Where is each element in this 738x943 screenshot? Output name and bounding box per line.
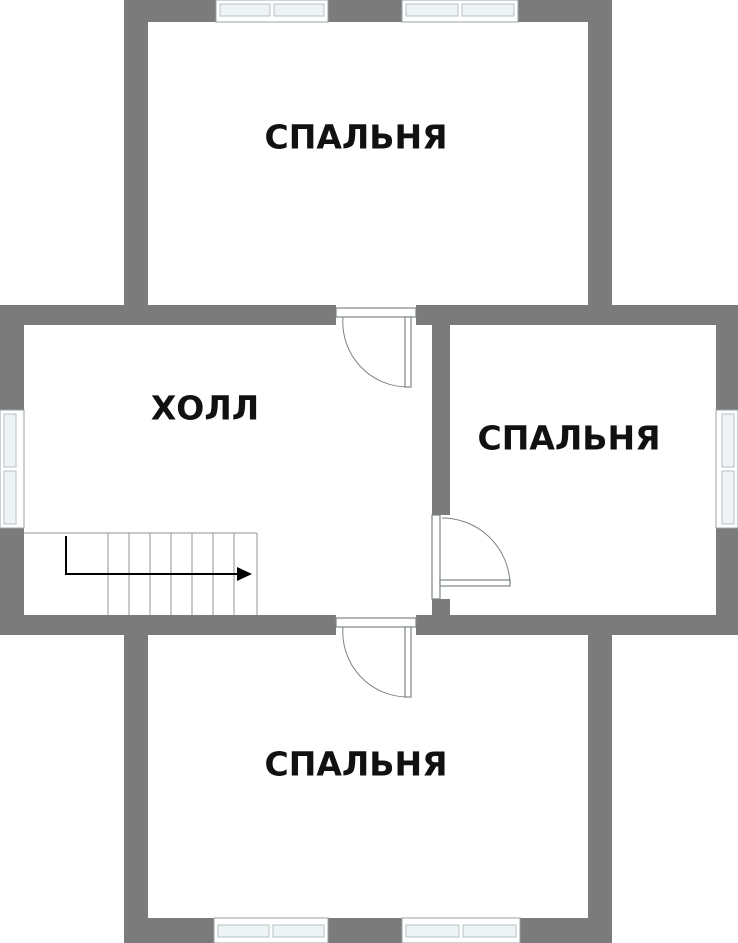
window-bottom-left: [213, 917, 329, 943]
door-hall-to-right-bedroom: [431, 514, 511, 600]
wall-bottom-bedroom-right: [588, 615, 612, 943]
window-top-right: [401, 0, 519, 23]
wall-bottom-bedroom-left: [124, 615, 148, 943]
room-label-bedroom-top: СПАЛЬНЯ: [265, 118, 448, 157]
wall-bottom-bedroom-bottom: [124, 918, 612, 943]
room-label-bedroom-right: СПАЛЬНЯ: [478, 419, 661, 458]
doors: [335, 305, 511, 698]
window-top-left: [215, 0, 329, 23]
window-hall-left: [0, 409, 25, 529]
wall-top-bedroom-left: [124, 0, 148, 310]
door-hall-to-top-bedroom: [335, 305, 417, 388]
room-label-bedroom-bottom: СПАЛЬНЯ: [265, 745, 448, 784]
wall-top-bedroom-right: [588, 0, 612, 310]
window-bottom-right: [401, 917, 521, 943]
wall-top-bedroom-top: [124, 0, 612, 22]
window-right-bedroom: [715, 409, 738, 529]
stair-direction-arrow: [65, 536, 252, 581]
room-label-hall: ХОЛЛ: [151, 389, 259, 428]
staircase: [24, 532, 258, 615]
door-hall-to-bottom-bedroom: [335, 615, 417, 698]
